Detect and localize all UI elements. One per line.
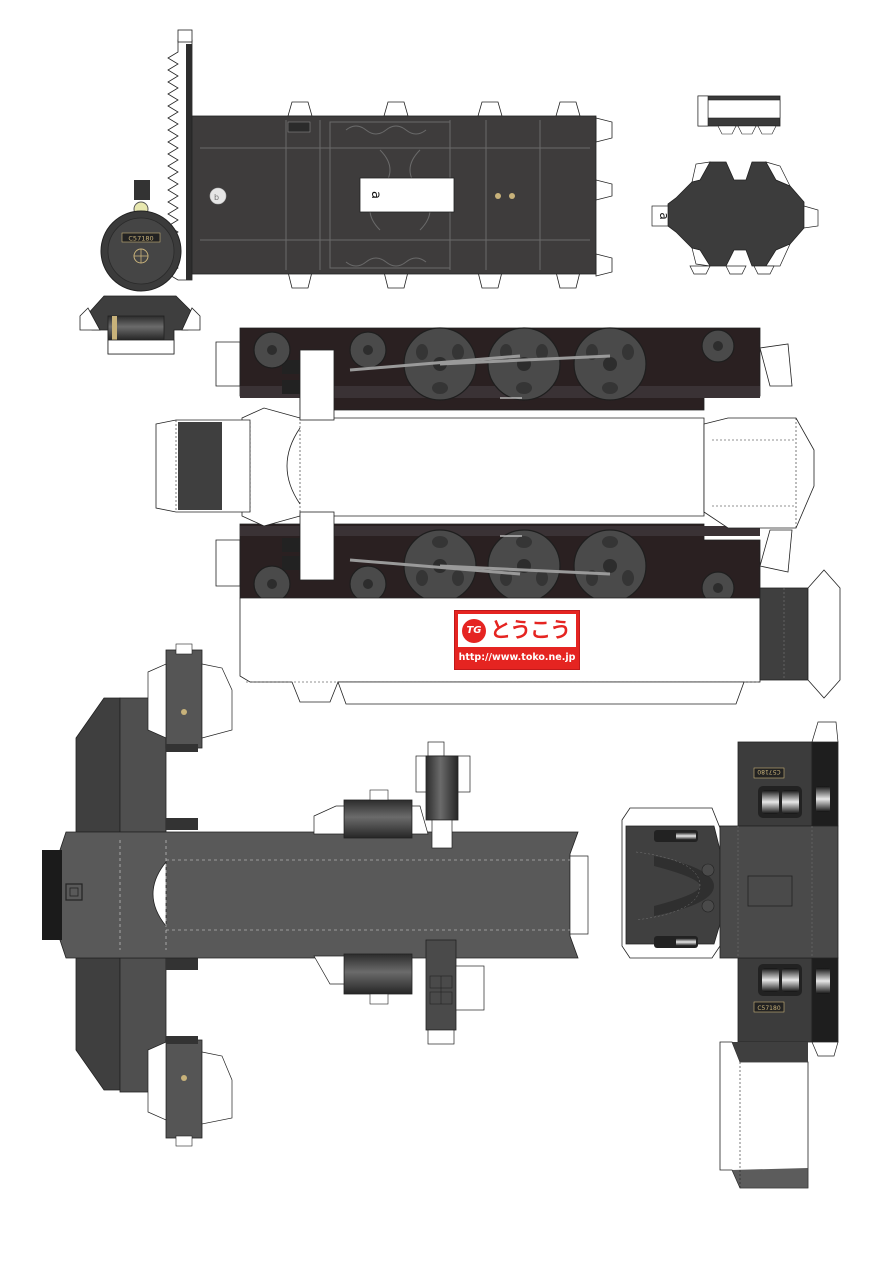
smokebox-front-part: C57180	[79, 180, 201, 355]
glue-mark-a-2: a	[657, 212, 671, 219]
cab-number-plate-lower: C57180	[753, 1001, 785, 1013]
glue-mark-a: a	[368, 191, 383, 199]
frame-bottom-strip	[239, 569, 841, 705]
boiler-top-part: a b	[167, 29, 613, 289]
logo-banner: TG とうこう	[458, 614, 576, 647]
running-board-part	[42, 643, 589, 1147]
cab-number-plate-upper: C57180	[753, 767, 785, 779]
publisher-name: とうこう	[490, 618, 571, 642]
publisher-url[interactable]: http://www.toko.ne.jp	[458, 652, 576, 663]
svg-text:C57180: C57180	[757, 1005, 780, 1012]
svg-text:C57180: C57180	[757, 768, 780, 775]
tg-logo-icon: TG	[462, 619, 486, 643]
dome-parts	[313, 741, 485, 1045]
sand-dome-part: a	[651, 95, 819, 275]
buffer-beam	[42, 850, 62, 940]
publisher-logo[interactable]: TG とうこう http://www.toko.ne.jp	[454, 610, 580, 670]
cab-part: C57180 C57180	[621, 721, 839, 1189]
svg-text:b: b	[214, 193, 219, 202]
number-plate: C57180	[128, 235, 153, 243]
running-gear-part	[155, 327, 815, 605]
boiler-wrap	[241, 407, 705, 527]
